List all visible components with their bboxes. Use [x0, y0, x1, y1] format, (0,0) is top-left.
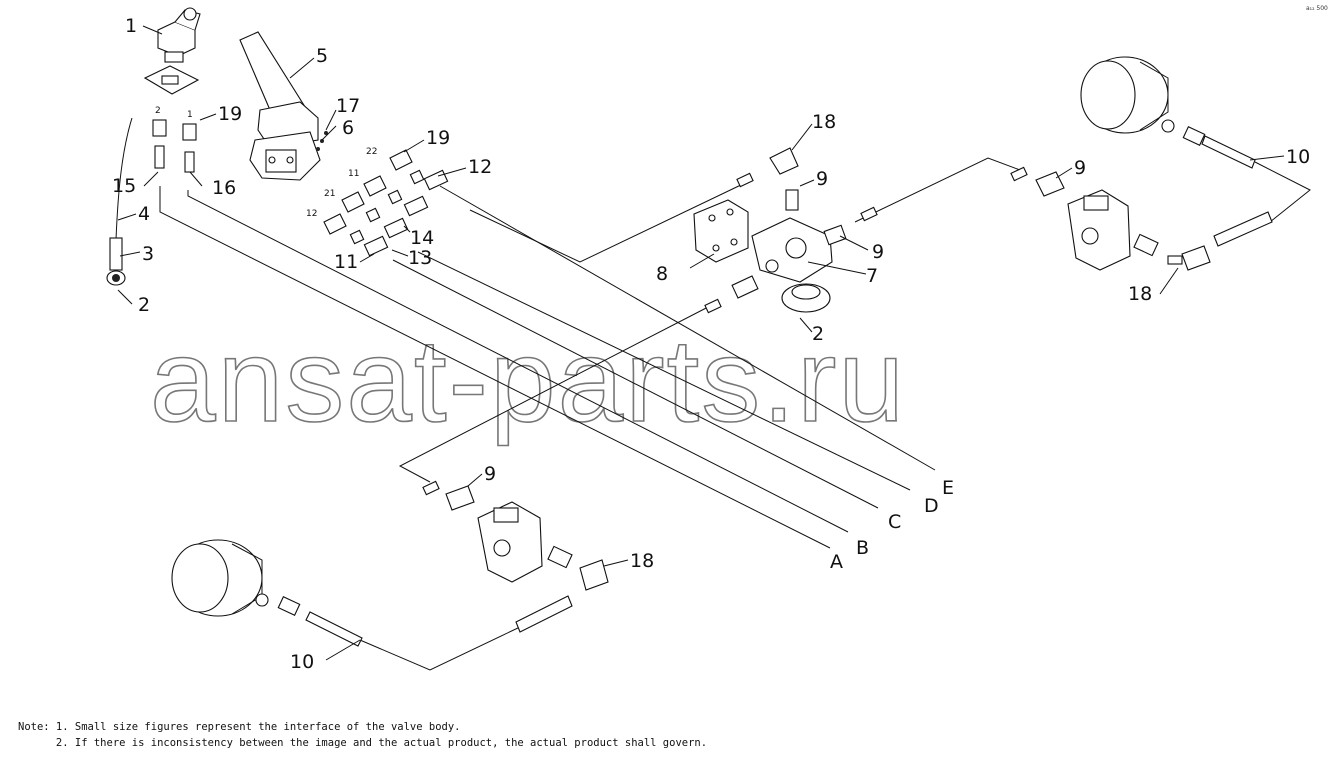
label-part-14: 14 [410, 227, 434, 249]
label-part-3: 3 [142, 243, 154, 265]
label-part-9b: 9 [872, 241, 884, 263]
label-part-19a: 19 [218, 103, 242, 125]
port-label-11: 11 [348, 169, 359, 179]
part-1-switch [143, 7, 201, 95]
line-18-top [469, 182, 746, 263]
label-part-18a: 18 [812, 111, 836, 133]
fittings-left [106, 117, 197, 286]
fittings-center [323, 149, 449, 257]
label-part-5: 5 [316, 45, 328, 67]
line-letter-labels: A B C D E [830, 477, 954, 573]
line-label-a: A [830, 551, 843, 573]
line-label-c: C [888, 511, 901, 533]
label-part-2b: 2 [812, 323, 824, 345]
label-part-18b: 18 [1128, 283, 1152, 305]
note-line-2: 2. If there is inconsistency between the… [18, 737, 708, 749]
label-part-1: 1 [125, 15, 137, 37]
port-labels: 2 1 22 11 21 12 [155, 106, 377, 219]
label-part-16: 16 [212, 177, 236, 199]
label-part-11: 11 [334, 251, 358, 273]
line-lower-cross [398, 304, 713, 483]
line-d [417, 251, 911, 491]
port-label-12: 12 [306, 209, 317, 219]
label-part-6: 6 [342, 117, 354, 139]
valve-bottom [422, 480, 609, 633]
label-part-10a: 10 [1286, 146, 1310, 168]
label-part-12: 12 [468, 156, 492, 178]
watermark-text: ansat-parts.ru [150, 315, 906, 447]
label-part-17: 17 [336, 95, 360, 117]
label-part-13: 13 [408, 247, 432, 269]
part-8-bracket [693, 199, 749, 263]
brake-chamber-bottom [171, 539, 363, 647]
port-label-2: 2 [155, 106, 161, 116]
valve-right [1010, 166, 1273, 271]
label-part-9a: 9 [816, 168, 828, 190]
line-bottom-return [359, 626, 521, 671]
line-right-return [1254, 161, 1311, 223]
label-part-2a: 2 [138, 294, 150, 316]
line-b [187, 190, 849, 533]
line-right [854, 157, 1021, 223]
label-part-8: 8 [656, 263, 668, 285]
part-labels: 1 5 19 17 6 19 12 18 9 9 7 8 2 14 13 11 … [112, 15, 1310, 673]
line-label-b: B [856, 537, 869, 559]
brake-chamber-right [1080, 56, 1256, 169]
note-line-1: Note: 1. Small size figures represent th… [18, 721, 461, 733]
diagram-code: a₁₂ 500 [1306, 5, 1328, 12]
piping-lines [159, 157, 1311, 671]
label-part-18c: 18 [630, 550, 654, 572]
part-5-brake-pedal [239, 31, 328, 181]
line-label-e: E [942, 477, 954, 499]
label-part-15: 15 [112, 175, 136, 197]
label-part-19b: 19 [426, 127, 450, 149]
port-label-1: 1 [187, 110, 193, 120]
port-label-22: 22 [366, 147, 377, 157]
line-e [439, 185, 936, 471]
port-label-21: 21 [324, 189, 335, 199]
line-c [392, 259, 879, 509]
label-part-7: 7 [866, 265, 878, 287]
line-a [159, 186, 831, 549]
label-part-9c: 9 [1074, 157, 1086, 179]
line-label-d: D [924, 495, 939, 517]
part-7-relay-valve [704, 147, 878, 314]
leader-lines [117, 25, 1285, 661]
label-part-10b: 10 [290, 651, 314, 673]
label-part-4: 4 [138, 203, 150, 225]
notes-block: Note: 1. Small size figures represent th… [18, 719, 707, 751]
label-part-9d: 9 [484, 463, 496, 485]
